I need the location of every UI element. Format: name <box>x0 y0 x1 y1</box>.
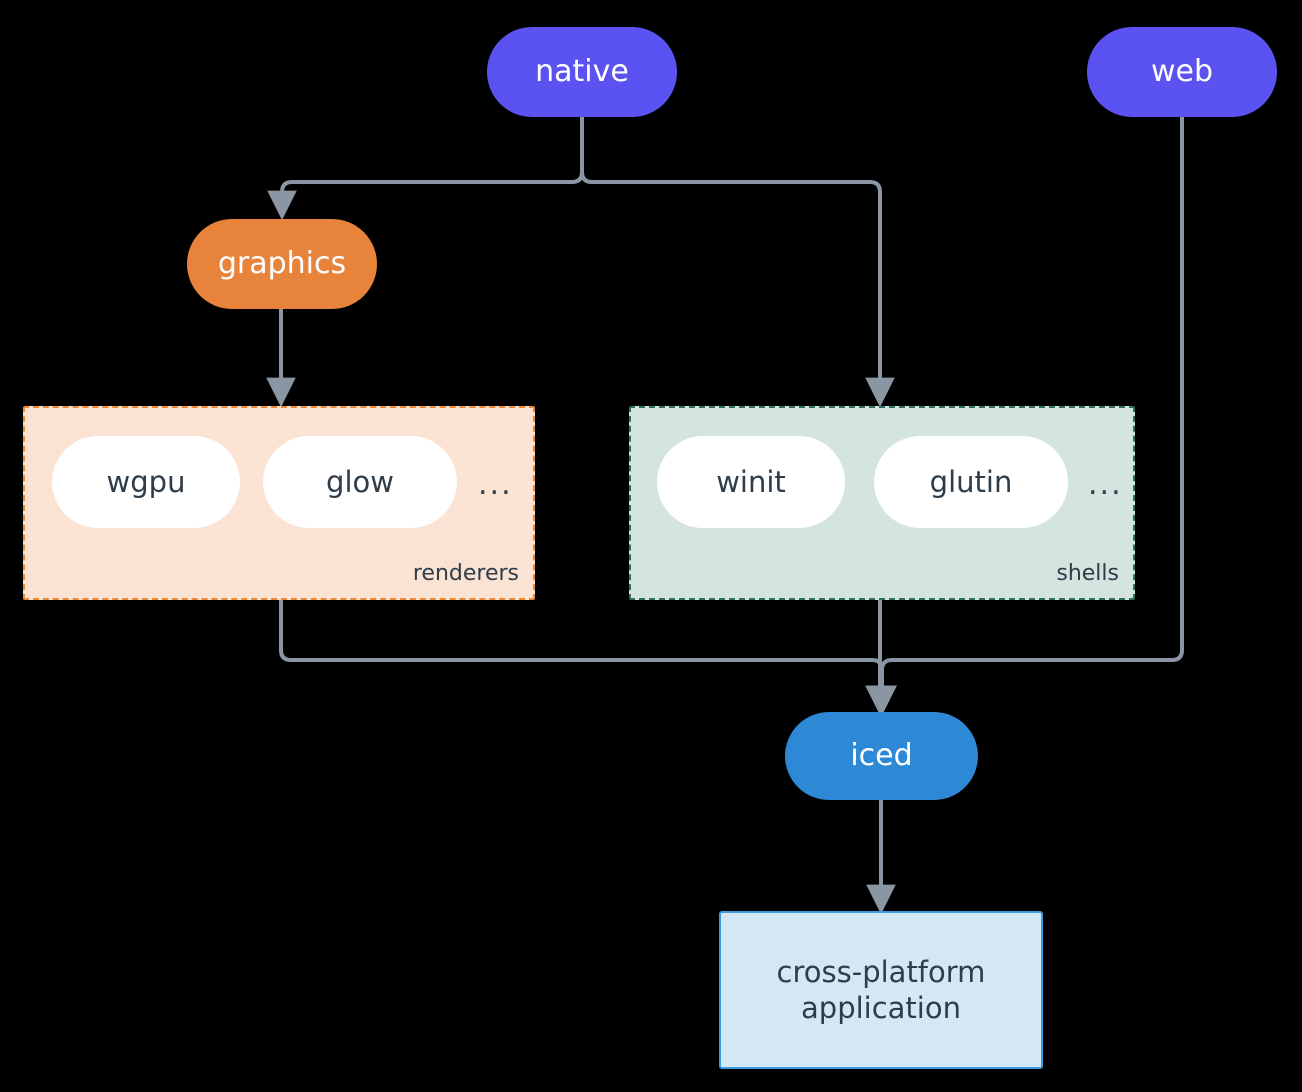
node-winit[interactable]: winit <box>657 436 845 528</box>
node-glow[interactable]: glow <box>263 436 457 528</box>
node-wgpu[interactable]: wgpu <box>52 436 240 528</box>
node-winit-label: winit <box>716 465 786 499</box>
renderers-ellipsis: ... <box>478 467 513 502</box>
node-iced[interactable]: iced <box>785 712 978 800</box>
node-web-label: web <box>1150 54 1214 90</box>
node-graphics[interactable]: graphics <box>187 219 377 309</box>
cluster-shells-label: shells <box>1056 561 1119 586</box>
node-application-line1: cross-platform <box>776 954 986 989</box>
cluster-renderers-label: renderers <box>412 561 519 586</box>
node-graphics-label: graphics <box>217 246 347 282</box>
node-glow-label: glow <box>326 465 394 499</box>
shells-ellipsis: ... <box>1088 467 1123 502</box>
node-glutin[interactable]: glutin <box>874 436 1068 528</box>
node-application[interactable]: cross-platform application <box>719 911 1043 1069</box>
edge-native-graphics <box>267 115 584 221</box>
cluster-renderers: wgpu glow ... renderers <box>23 406 535 600</box>
node-native-label: native <box>535 54 629 90</box>
node-wgpu-label: wgpu <box>106 465 186 499</box>
edge-native-shells <box>580 115 895 408</box>
node-web[interactable]: web <box>1087 27 1277 117</box>
node-native[interactable]: native <box>487 27 677 117</box>
node-application-line2: application <box>801 991 961 1025</box>
edge-renderers-iced <box>279 599 897 716</box>
node-glutin-label: glutin <box>929 465 1013 499</box>
node-iced-label: iced <box>850 738 913 774</box>
cluster-shells: winit glutin ... shells <box>629 406 1135 600</box>
